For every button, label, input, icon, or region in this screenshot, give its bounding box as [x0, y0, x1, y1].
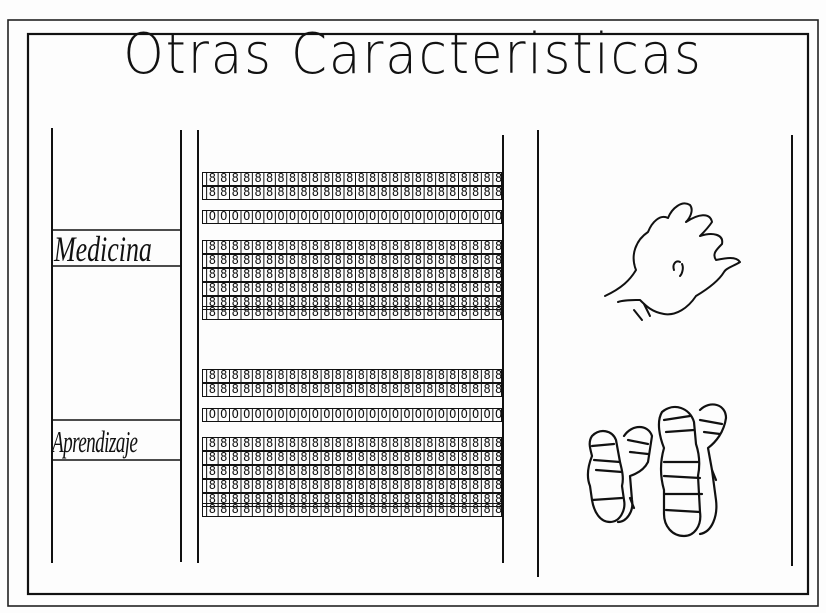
label-medicina: Medicina: [54, 229, 152, 269]
binary-row: |8|8|8|8|8|8|8|8|8|8|8|8|8|8|8|8|8|8|8|8…: [202, 493, 502, 507]
binary-row: |8|8|8|8|8|8|8|8|8|8|8|8|8|8|8|8|8|8|8|8…: [202, 503, 502, 517]
binary-row: |O|O|O|O|O|O|O|O|O|O|O|O|O|O|O|O|O|O|O|O…: [202, 210, 502, 224]
binary-row: |8|8|8|8|8|8|8|8|8|8|8|8|8|8|8|8|8|8|8|8…: [202, 437, 502, 451]
binary-row: |8|8|8|8|8|8|8|8|8|8|8|8|8|8|8|8|8|8|8|8…: [202, 451, 502, 465]
label-aprendizaje: Aprendizaje: [52, 424, 138, 459]
binary-row: |8|8|8|8|8|8|8|8|8|8|8|8|8|8|8|8|8|8|8|8…: [202, 282, 502, 296]
binary-row: |8|8|8|8|8|8|8|8|8|8|8|8|8|8|8|8|8|8|8|8…: [202, 268, 502, 282]
outer-border: [7, 19, 819, 607]
binary-row: |8|8|8|8|8|8|8|8|8|8|8|8|8|8|8|8|8|8|8|8…: [202, 465, 502, 479]
chromosome-pair-icon: [586, 403, 728, 538]
binary-row: |8|8|8|8|8|8|8|8|8|8|8|8|8|8|8|8|8|8|8|8…: [202, 369, 502, 383]
binary-row: |8|8|8|8|8|8|8|8|8|8|8|8|8|8|8|8|8|8|8|8…: [202, 186, 502, 200]
page-title: Otras Caracteristicas: [123, 22, 703, 87]
binary-row: |8|8|8|8|8|8|8|8|8|8|8|8|8|8|8|8|8|8|8|8…: [202, 479, 502, 493]
binary-row: |8|8|8|8|8|8|8|8|8|8|8|8|8|8|8|8|8|8|8|8…: [202, 172, 502, 186]
binary-row: |O|O|O|O|O|O|O|O|O|O|O|O|O|O|O|O|O|O|O|O…: [202, 408, 502, 422]
binary-row: |8|8|8|8|8|8|8|8|8|8|8|8|8|8|8|8|8|8|8|8…: [202, 383, 502, 397]
binary-row: |8|8|8|8|8|8|8|8|8|8|8|8|8|8|8|8|8|8|8|8…: [202, 240, 502, 254]
binary-row: |8|8|8|8|8|8|8|8|8|8|8|8|8|8|8|8|8|8|8|8…: [202, 254, 502, 268]
binary-row: |8|8|8|8|8|8|8|8|8|8|8|8|8|8|8|8|8|8|8|8…: [202, 296, 502, 310]
inner-border: [26, 32, 810, 596]
hand-icon: [604, 202, 741, 321]
binary-row: |8|8|8|8|8|8|8|8|8|8|8|8|8|8|8|8|8|8|8|8…: [202, 306, 502, 320]
